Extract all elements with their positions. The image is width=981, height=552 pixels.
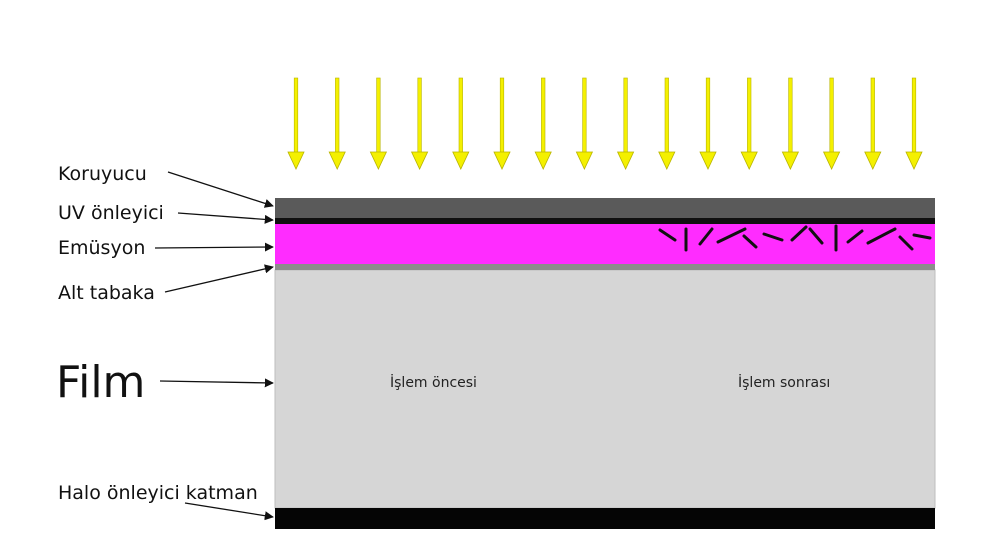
crystal (698, 227, 714, 246)
pointer-substrate (164, 264, 274, 293)
light-arrow-shaft (788, 77, 793, 155)
light-arrow-shaft (541, 77, 546, 155)
label-substrate: Alt tabaka (58, 282, 155, 304)
film-base-layer (274, 269, 936, 509)
light-arrow-head (740, 151, 758, 170)
light-arrow-shaft (417, 77, 422, 155)
light-arrow-shaft (747, 77, 752, 155)
light-arrow-head (328, 151, 346, 170)
light-arrow-shaft (293, 77, 299, 155)
crystal (846, 229, 864, 244)
crystal (866, 227, 897, 245)
substrate-layer (275, 264, 935, 270)
light-arrow-shaft (376, 77, 381, 155)
crystal (742, 234, 758, 249)
light-arrow-shaft (705, 77, 711, 155)
crystal (716, 227, 747, 244)
pointer-protective (167, 171, 274, 208)
label-emulsion: Emüsyon (58, 237, 145, 259)
label-film: Film (56, 357, 145, 408)
light-arrow-shaft (335, 77, 340, 155)
light-arrow-head (287, 151, 305, 170)
light-arrow-shaft (623, 77, 628, 155)
light-arrow-shaft (582, 77, 587, 155)
pointer-film (159, 378, 274, 388)
crystal (762, 232, 784, 242)
light-arrow-head (493, 151, 511, 170)
label-uv-blocker: UV önleyici (58, 202, 164, 224)
light-arrow-head (864, 151, 882, 170)
light-arrow-head (616, 151, 635, 170)
light-arrow-head (575, 151, 594, 170)
light-arrow-shaft (664, 77, 669, 155)
crystal (912, 233, 932, 240)
pointer-emulsion (154, 242, 274, 252)
light-arrow-shaft (829, 77, 834, 155)
light-arrow-head (658, 151, 676, 170)
light-arrow-shaft (499, 77, 505, 155)
light-arrow-head (410, 151, 429, 170)
label-antihalation: Halo önleyici katman (58, 482, 258, 504)
crystal (790, 225, 808, 242)
light-arrow-head (905, 151, 923, 170)
light-arrow-shaft (458, 77, 463, 155)
protective-layer (275, 198, 935, 218)
light-arrow-head (699, 151, 717, 170)
light-arrow-head (369, 151, 388, 170)
emulsion-layer (275, 224, 935, 264)
exposed-crystals (658, 224, 932, 252)
light-arrow-shaft (870, 77, 875, 155)
light-arrow-head (534, 151, 552, 170)
label-protective: Koruyucu (58, 163, 147, 185)
label-before-process: İşlem öncesi (390, 373, 477, 391)
light-arrow-head (452, 151, 470, 170)
pointer-uv-blocker (177, 212, 274, 224)
uv-blocker-layer (275, 218, 935, 224)
pointer-antihalation (184, 502, 274, 521)
light-arrow-head (822, 151, 841, 170)
crystal (898, 235, 914, 251)
light-arrow-shaft (911, 77, 917, 155)
label-pointers (154, 171, 274, 521)
crystal (658, 228, 677, 242)
antihalation-layer (275, 508, 935, 529)
light-arrows (287, 77, 923, 170)
crystal (808, 227, 824, 245)
label-after-process: İşlem sonrası (738, 373, 830, 391)
light-arrow-head (781, 151, 800, 170)
